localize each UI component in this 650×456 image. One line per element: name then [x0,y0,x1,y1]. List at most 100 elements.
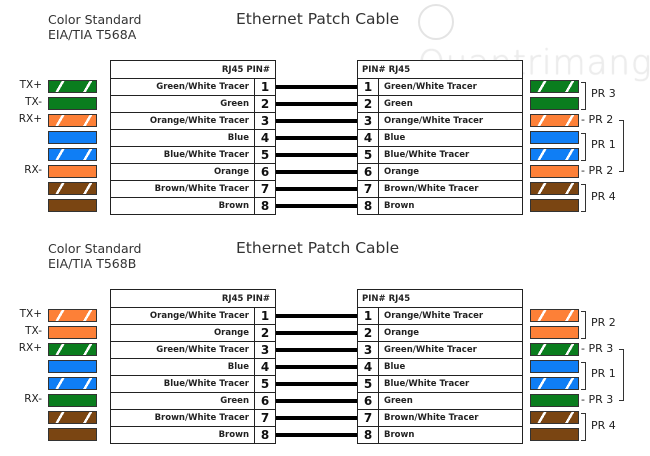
pin-number: 1 [358,79,379,95]
cable-wire [276,170,357,174]
cable-wire [276,85,357,89]
table-row: Orange 2 [111,325,275,342]
right-table-header: PIN# RJ45 [358,61,522,79]
pin-number: 7 [358,410,379,426]
pair-outer-bracket [619,120,624,172]
pin-number: 3 [254,113,275,129]
wire-color-name: Orange/White Tracer [384,311,484,321]
table-row: 6 Orange [358,164,522,181]
pair-label: PR 1 [591,138,616,151]
wire-color-name: Brown/White Tracer [384,413,479,423]
table-row: 2 Orange [358,325,522,342]
right-wire-swatch [530,114,579,127]
pair-label: PR 3 [591,87,616,100]
wire-color-name: Blue [227,133,249,143]
signal-label-rx-plus: RX+ [18,113,42,125]
left-wire-swatch [48,360,97,373]
cable-wire [276,153,357,157]
wire-color-name: Orange [384,167,420,177]
wire-color-name: Brown [218,201,249,211]
diagram-title: Ethernet Patch Cable [236,10,400,28]
left-table-header: RJ45 PIN# [111,61,275,79]
pair-bracket [581,82,586,110]
signal-label-tx-plus: TX+ [19,308,42,320]
wire-color-name: Brown [384,201,415,211]
pin-number: 1 [254,308,275,324]
right-rj45-table: PIN# RJ45 1 Green/White Tracer 2 Green 3… [357,60,523,215]
table-row: 4 Blue [358,130,522,147]
cable-wire [276,102,357,106]
standard-line2: EIA/TIA T568B [48,256,137,271]
pin-number: 6 [254,393,275,409]
cable-wire [276,416,357,420]
wire-color-name: Blue/White Tracer [384,379,470,389]
wire-color-name: Green/White Tracer [384,82,477,92]
table-row: Brown/White Tracer 7 [111,410,275,427]
table-row: 5 Blue/White Tracer [358,376,522,393]
table-row: 1 Green/White Tracer [358,79,522,96]
standard-line2: EIA/TIA T568A [48,27,137,42]
cable-wire [276,136,357,140]
table-row: Orange/White Tracer 1 [111,308,275,325]
wire-color-name: Brown [218,430,249,440]
left-wire-swatch [48,326,97,339]
cable-wire [276,348,357,352]
pin-number: 5 [358,376,379,392]
wire-color-name: Green [220,99,249,109]
right-wire-swatch [530,377,579,390]
pin-number: 2 [254,325,275,341]
wire-color-name: Orange [213,328,249,338]
right-table-header: PIN# RJ45 [358,290,522,308]
pin-number: 2 [254,96,275,112]
pin-number: 7 [358,181,379,197]
right-wire-swatch [530,131,579,144]
color-standard-label: Color Standard EIA/TIA T568A [48,12,141,42]
table-row: Green 6 [111,393,275,410]
signal-label-tx-minus: TX- [25,325,42,337]
wire-color-name: Brown/White Tracer [154,184,249,194]
signal-label-rx-plus: RX+ [18,342,42,354]
table-row: Blue 4 [111,359,275,376]
wire-color-name: Brown/White Tracer [154,413,249,423]
right-wire-swatch [530,360,579,373]
cable-wire [276,433,357,437]
right-wire-swatch [530,309,579,322]
pair-bracket [581,184,586,212]
signal-label-tx-minus: TX- [25,96,42,108]
right-wire-swatch [530,97,579,110]
wire-color-name: Orange/White Tracer [384,116,484,126]
pin-number: 8 [254,198,275,215]
right-wire-swatch [530,394,579,407]
signal-label-tx-plus: TX+ [19,79,42,91]
pin-number: 1 [254,79,275,95]
table-row: 4 Blue [358,359,522,376]
pin-number: 4 [254,359,275,375]
pair-label: - PR 2 [581,164,614,177]
pin-number: 3 [254,342,275,358]
table-row: 5 Blue/White Tracer [358,147,522,164]
pin-number: 5 [254,376,275,392]
cable-wire [276,365,357,369]
color-standard-label: Color Standard EIA/TIA T568B [48,241,141,271]
wire-color-name: Green [220,396,249,406]
right-rj45-table: PIN# RJ45 1 Orange/White Tracer 2 Orange… [357,289,523,444]
left-wire-swatch [48,131,97,144]
table-row: 8 Brown [358,198,522,215]
pair-bracket [581,362,586,390]
pin-number: 1 [358,308,379,324]
pair-label: PR 4 [591,190,616,203]
pin-number: 8 [254,427,275,444]
pair-label: - PR 3 [581,342,614,355]
wire-color-name: Orange/White Tracer [149,311,249,321]
pair-bracket [581,311,586,339]
table-row: Blue 4 [111,130,275,147]
left-table-header: RJ45 PIN# [111,290,275,308]
left-wire-swatch [48,411,97,424]
wire-color-name: Brown/White Tracer [384,184,479,194]
pin-number: 5 [358,147,379,163]
cable-wire [276,399,357,403]
pair-label: - PR 3 [581,393,614,406]
cable-wire [276,204,357,208]
cable-wire [276,314,357,318]
table-row: Blue/White Tracer 5 [111,147,275,164]
